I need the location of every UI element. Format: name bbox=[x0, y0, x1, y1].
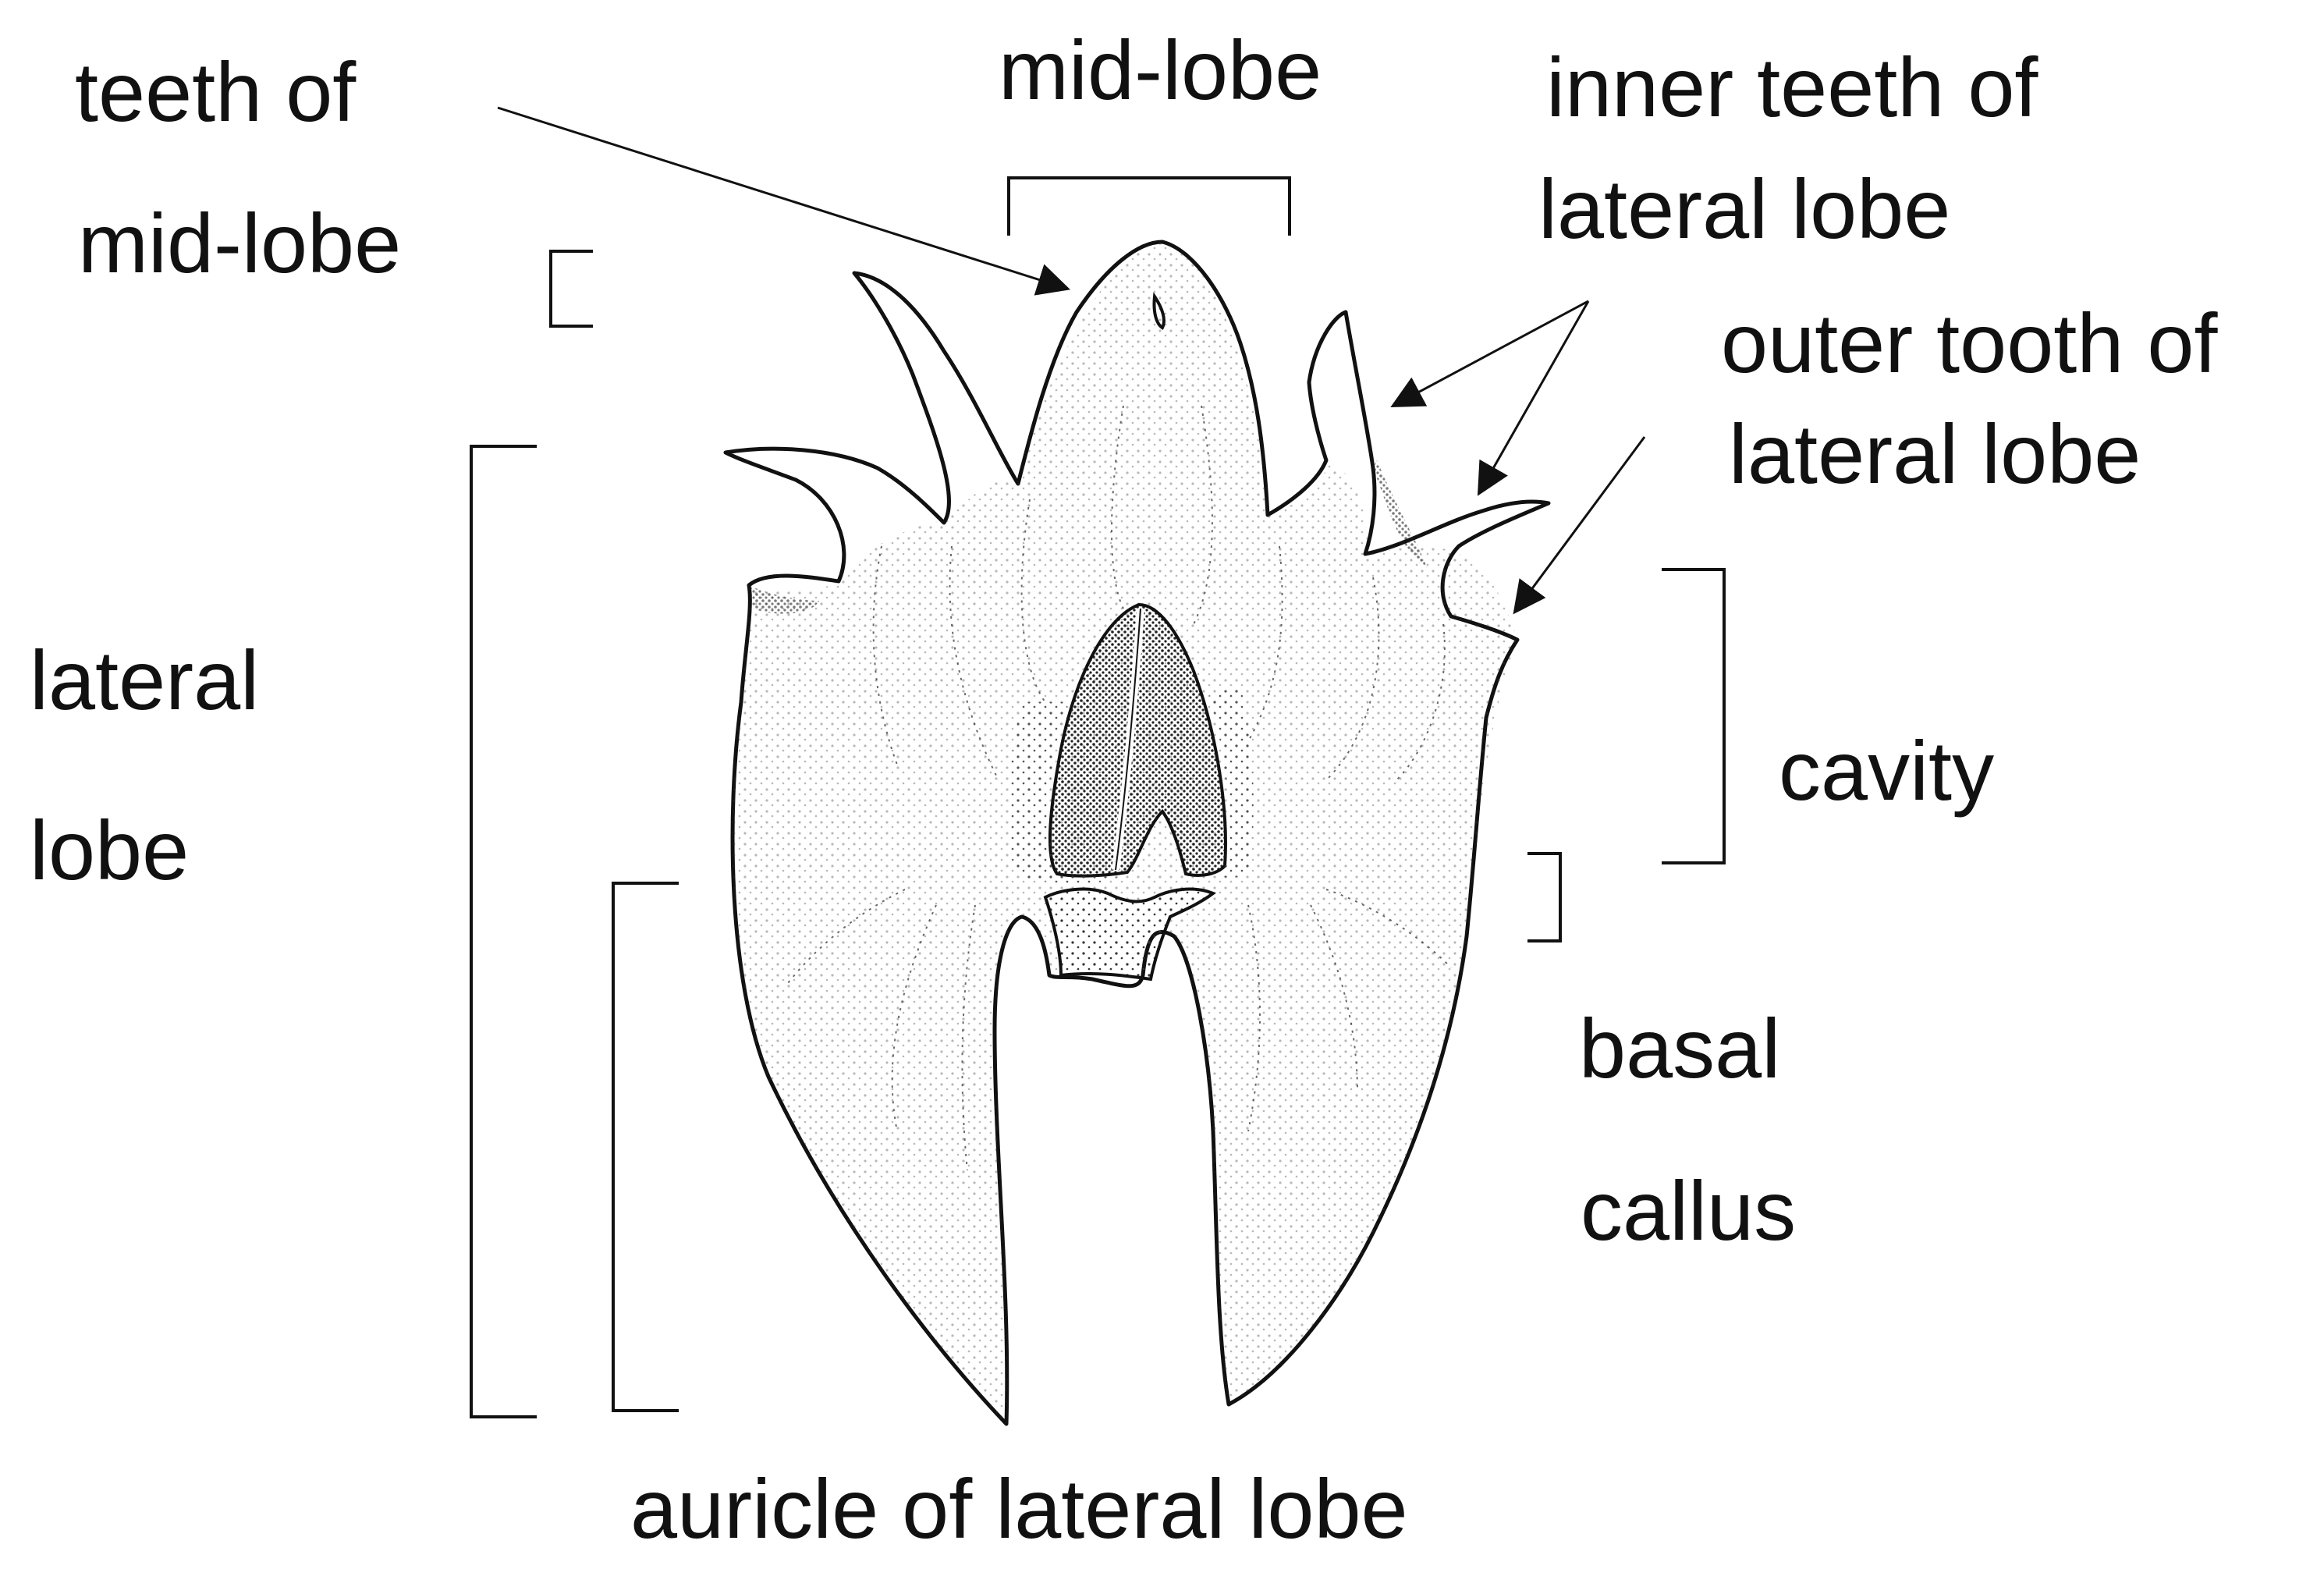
lobe-label: lobe bbox=[30, 803, 190, 897]
teeth-of-label: teeth of bbox=[75, 44, 357, 139]
teeth-of-mid-lobe-bracket bbox=[549, 250, 593, 328]
auricle-bracket bbox=[612, 882, 679, 1412]
basal-label: basal bbox=[1579, 1001, 1781, 1095]
mid-lobe-left-label: mid-lobe bbox=[78, 196, 402, 290]
brackets bbox=[470, 176, 1726, 1418]
outer-tooth-of-label: outer tooth of bbox=[1721, 296, 2218, 390]
inner-teeth-arrow-2 bbox=[1477, 300, 1590, 496]
lateral-lobe-top-label: lateral lobe bbox=[1538, 162, 1951, 256]
basal-callus bbox=[1043, 887, 1217, 982]
mid-lobe-bracket bbox=[1007, 176, 1291, 236]
basal-callus-bracket bbox=[1527, 852, 1562, 942]
lateral-lobe-right-label: lateral lobe bbox=[1729, 406, 2141, 501]
inner-teeth-arrow-1 bbox=[1390, 300, 1589, 407]
outer-tooth-arrow bbox=[1513, 436, 1646, 615]
lateral-lobe-bracket bbox=[470, 445, 537, 1418]
auricle-label: auricle of lateral lobe bbox=[630, 1461, 1408, 1556]
central-callus bbox=[1048, 602, 1227, 878]
inner-teeth-of-label: inner teeth of bbox=[1546, 40, 2038, 134]
cavity-bracket bbox=[1662, 568, 1726, 864]
teeth-of-mid-lobe-arrow bbox=[497, 106, 1071, 296]
cavity-label: cavity bbox=[1779, 723, 1995, 818]
callus-label: callus bbox=[1581, 1163, 1797, 1258]
mid-lobe-top-label: mid-lobe bbox=[999, 23, 1322, 117]
lateral-label: lateral bbox=[30, 633, 260, 727]
